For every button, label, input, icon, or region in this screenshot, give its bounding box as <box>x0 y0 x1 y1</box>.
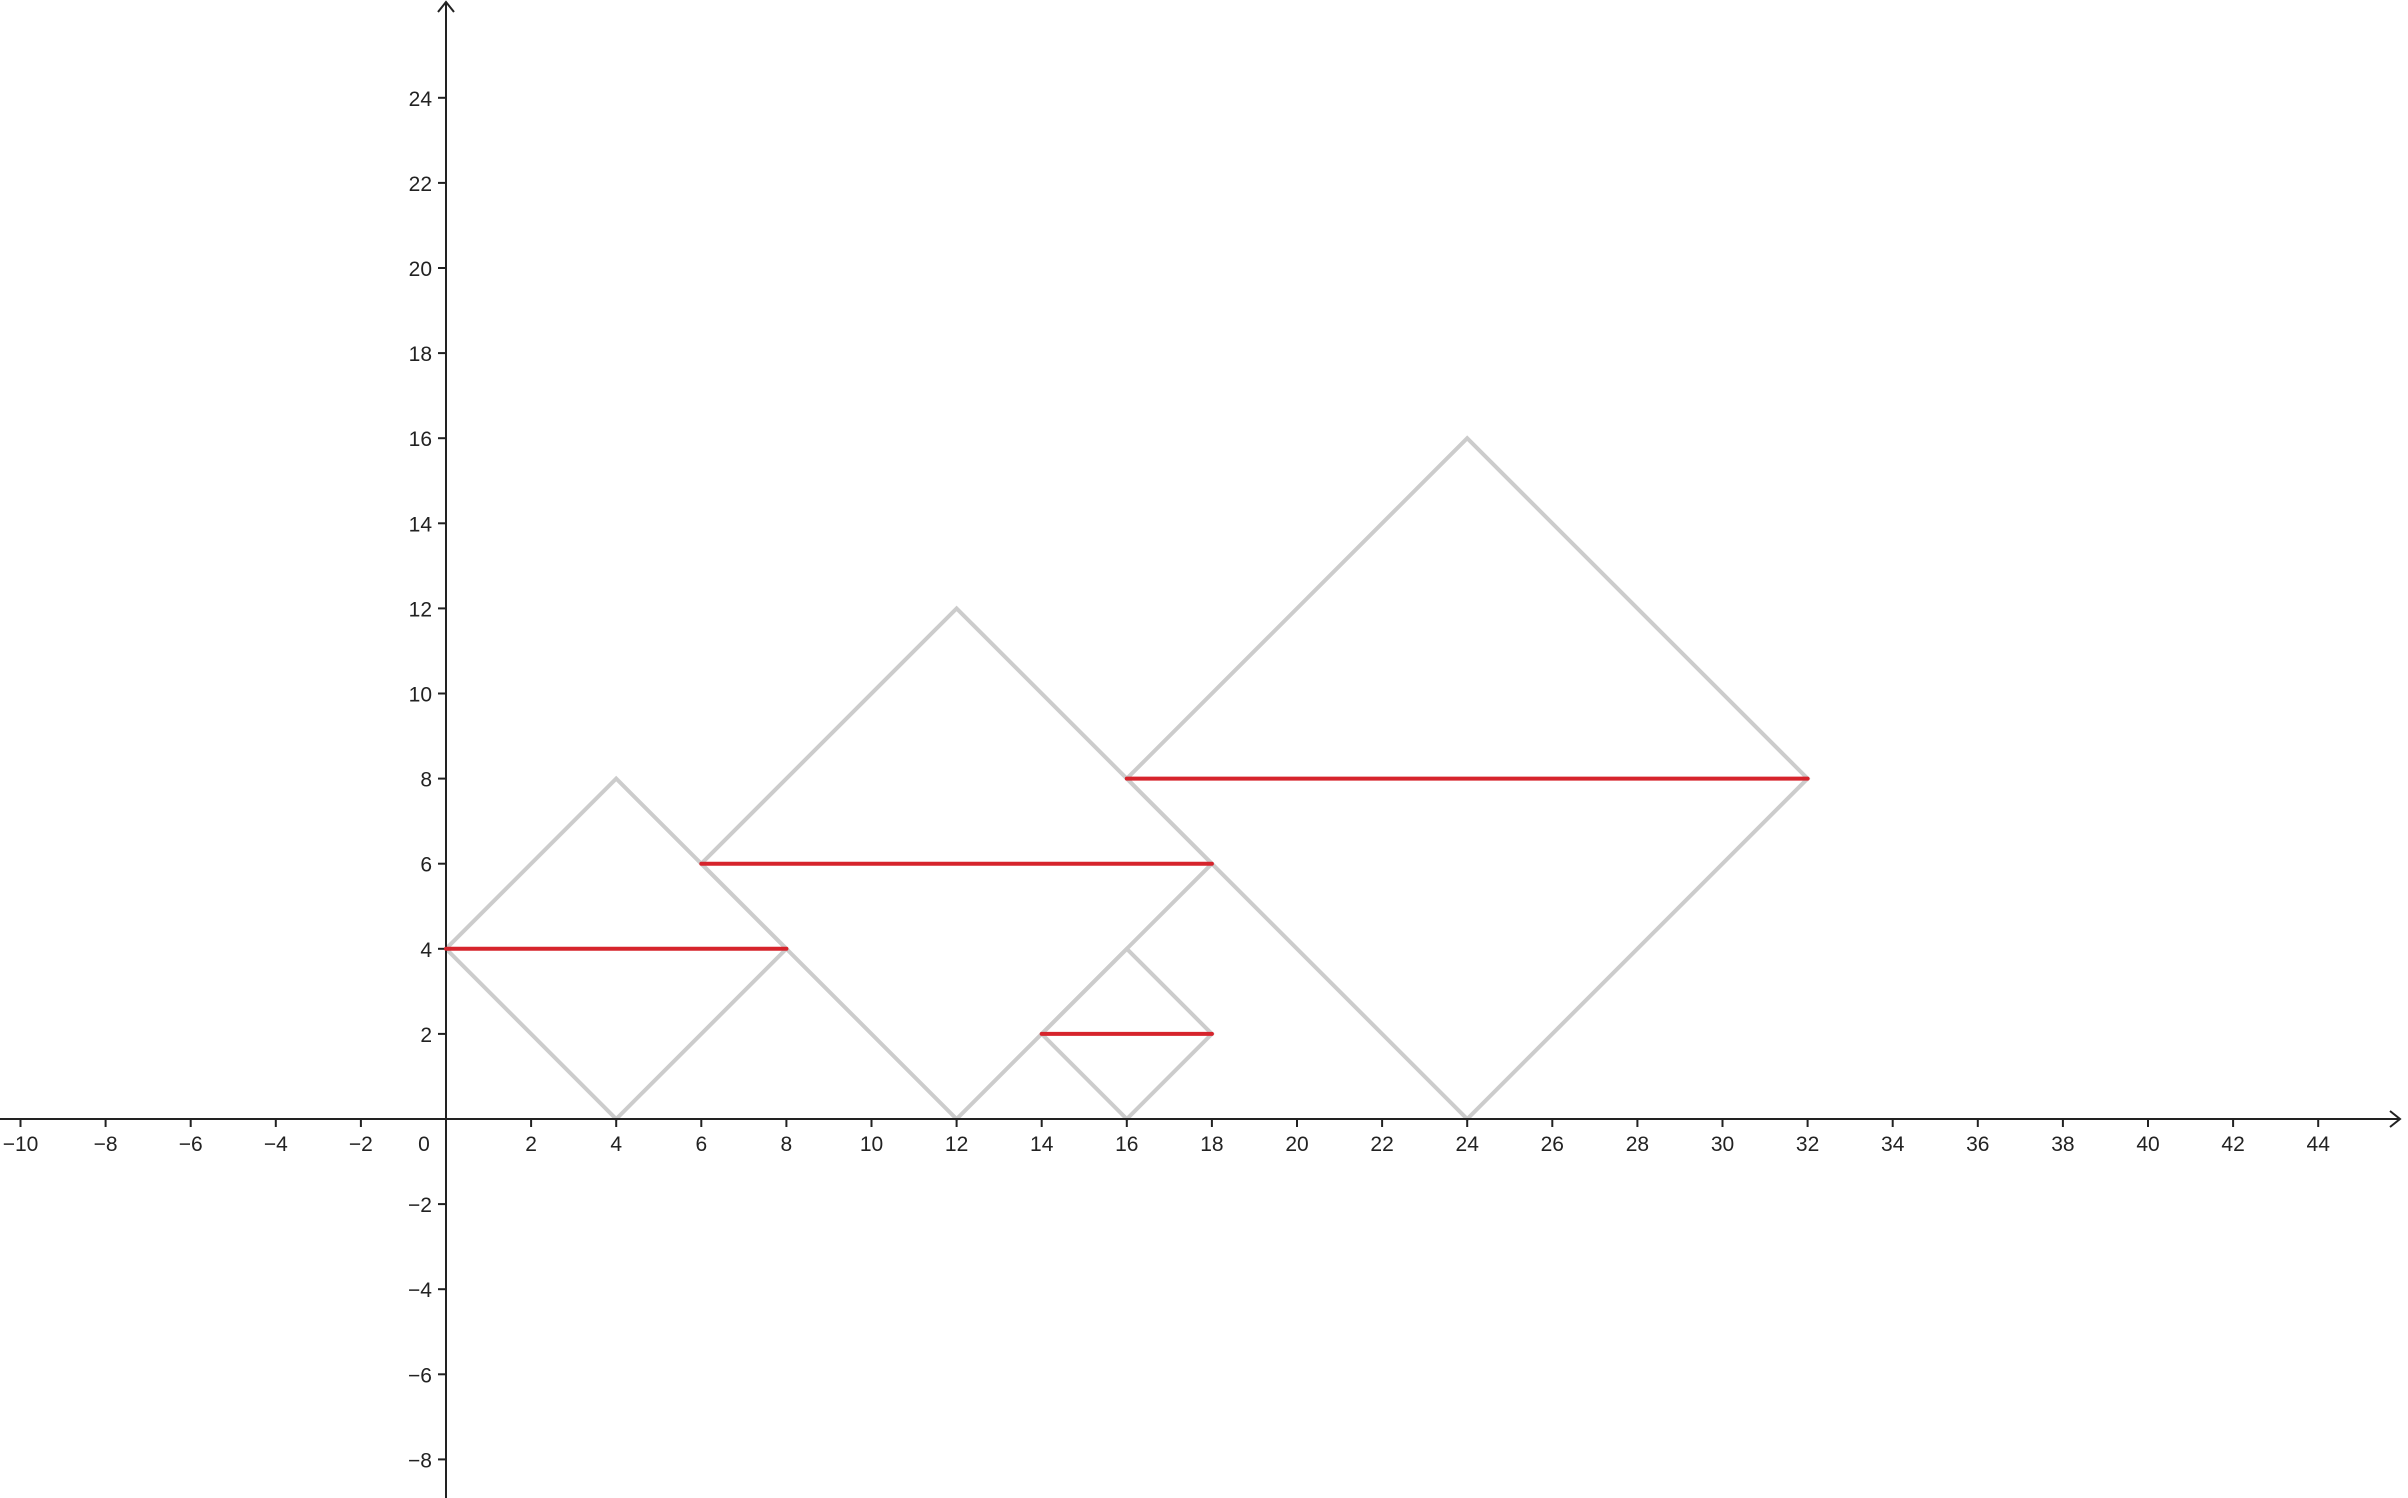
x-tick-label: 28 <box>1626 1133 1649 1156</box>
segments-layer <box>444 776 1810 1036</box>
x-tick-label: 20 <box>1285 1133 1308 1156</box>
x-tick-label: 30 <box>1711 1133 1734 1156</box>
y-tick-label: 6 <box>420 854 432 877</box>
y-tick-label: 12 <box>409 598 432 621</box>
x-tick-label: −2 <box>349 1133 373 1156</box>
x-tick-label: −10 <box>3 1133 39 1156</box>
y-tick-label: −2 <box>408 1194 432 1217</box>
y-tick-label: 4 <box>420 939 432 962</box>
y-tick-label: 2 <box>420 1024 432 1047</box>
x-tick-label: −6 <box>179 1133 203 1156</box>
x-tick-label: 6 <box>695 1133 707 1156</box>
y-tick-label: 20 <box>409 258 432 281</box>
origin-label: 0 <box>418 1133 430 1156</box>
x-tick-label: 42 <box>2221 1133 2244 1156</box>
x-tick-label: 12 <box>945 1133 968 1156</box>
y-tick-label: 14 <box>409 513 433 536</box>
x-tick-label: 40 <box>2136 1133 2159 1156</box>
x-tick-label: 44 <box>2307 1133 2331 1156</box>
x-tick-label: 24 <box>1456 1133 1480 1156</box>
x-tick-label: 2 <box>525 1133 537 1156</box>
y-tick-label: −6 <box>408 1364 432 1387</box>
x-tick-label: 38 <box>2051 1133 2074 1156</box>
x-tick-label: 14 <box>1030 1133 1054 1156</box>
x-tick-label: 16 <box>1115 1133 1138 1156</box>
x-tick-label: 32 <box>1796 1133 1819 1156</box>
y-tick-label: 24 <box>409 88 433 111</box>
x-tick-label: 18 <box>1200 1133 1223 1156</box>
y-tick-label: 8 <box>420 769 432 792</box>
x-tick-label: −4 <box>264 1133 288 1156</box>
y-tick-label: 22 <box>409 173 432 196</box>
y-tick-label: 10 <box>409 684 432 707</box>
y-axis-arrow-icon <box>437 0 455 13</box>
x-tick-label: 22 <box>1370 1133 1393 1156</box>
x-tick-label: 26 <box>1541 1133 1564 1156</box>
x-tick-label: 36 <box>1966 1133 1989 1156</box>
x-tick-label: 8 <box>781 1133 793 1156</box>
y-tick-label: −4 <box>408 1279 432 1302</box>
x-tick-label: 10 <box>860 1133 883 1156</box>
x-axis-arrow-icon <box>2389 1110 2402 1128</box>
x-tick-label: 4 <box>610 1133 622 1156</box>
y-tick-label: −8 <box>408 1449 432 1472</box>
x-tick-label: −8 <box>94 1133 118 1156</box>
y-tick-label: 18 <box>409 343 432 366</box>
x-tick-label: 34 <box>1881 1133 1905 1156</box>
y-tick-label: 16 <box>409 428 432 451</box>
